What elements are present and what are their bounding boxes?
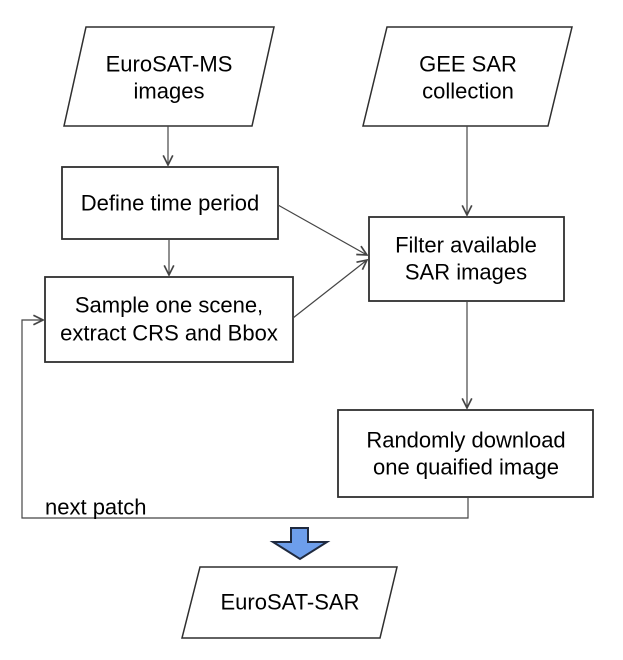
node-label: SAR images [405,260,527,285]
node-label: EuroSAT-SAR [221,590,360,615]
down-block-arrow-icon [269,527,331,561]
node-label: images [134,79,205,104]
edge-next-patch-loop [21,320,469,519]
parallelogram-gee-sar [362,26,573,127]
edge-sample-to-filter [292,260,367,319]
edge-define-to-filter [277,204,367,255]
node-gee-sar-collection: GEE SAR collection [362,26,573,127]
node-eurosat-sar: EuroSAT-SAR [181,566,398,639]
node-label: EuroSAT-MS [106,52,233,77]
node-label: extract CRS and Bbox [60,321,278,346]
node-label: collection [422,79,514,104]
node-label: one quaified image [373,455,559,480]
rect-sample-scene [44,276,294,363]
node-randomly-download: Randomly download one quaified image [337,409,594,498]
node-label: Randomly download [366,428,565,453]
node-define-time-period: Define time period [61,166,279,240]
node-eurosat-ms-images: EuroSAT-MS images [63,26,275,127]
rect-define-time-period [61,166,279,240]
node-label: GEE SAR [419,52,517,77]
parallelogram-eurosat-ms [63,26,275,127]
node-label: Define time period [81,191,260,216]
node-filter-available-sar-images: Filter available SAR images [368,216,565,302]
node-label: Filter available [395,233,537,258]
rect-filter-sar [368,216,565,302]
node-sample-one-scene: Sample one scene, extract CRS and Bbox [44,276,294,363]
next-patch-label: next patch [45,495,147,520]
parallelogram-eurosat-sar [181,566,398,639]
rect-randomly-download [337,409,594,498]
node-label: Sample one scene, [75,293,263,318]
